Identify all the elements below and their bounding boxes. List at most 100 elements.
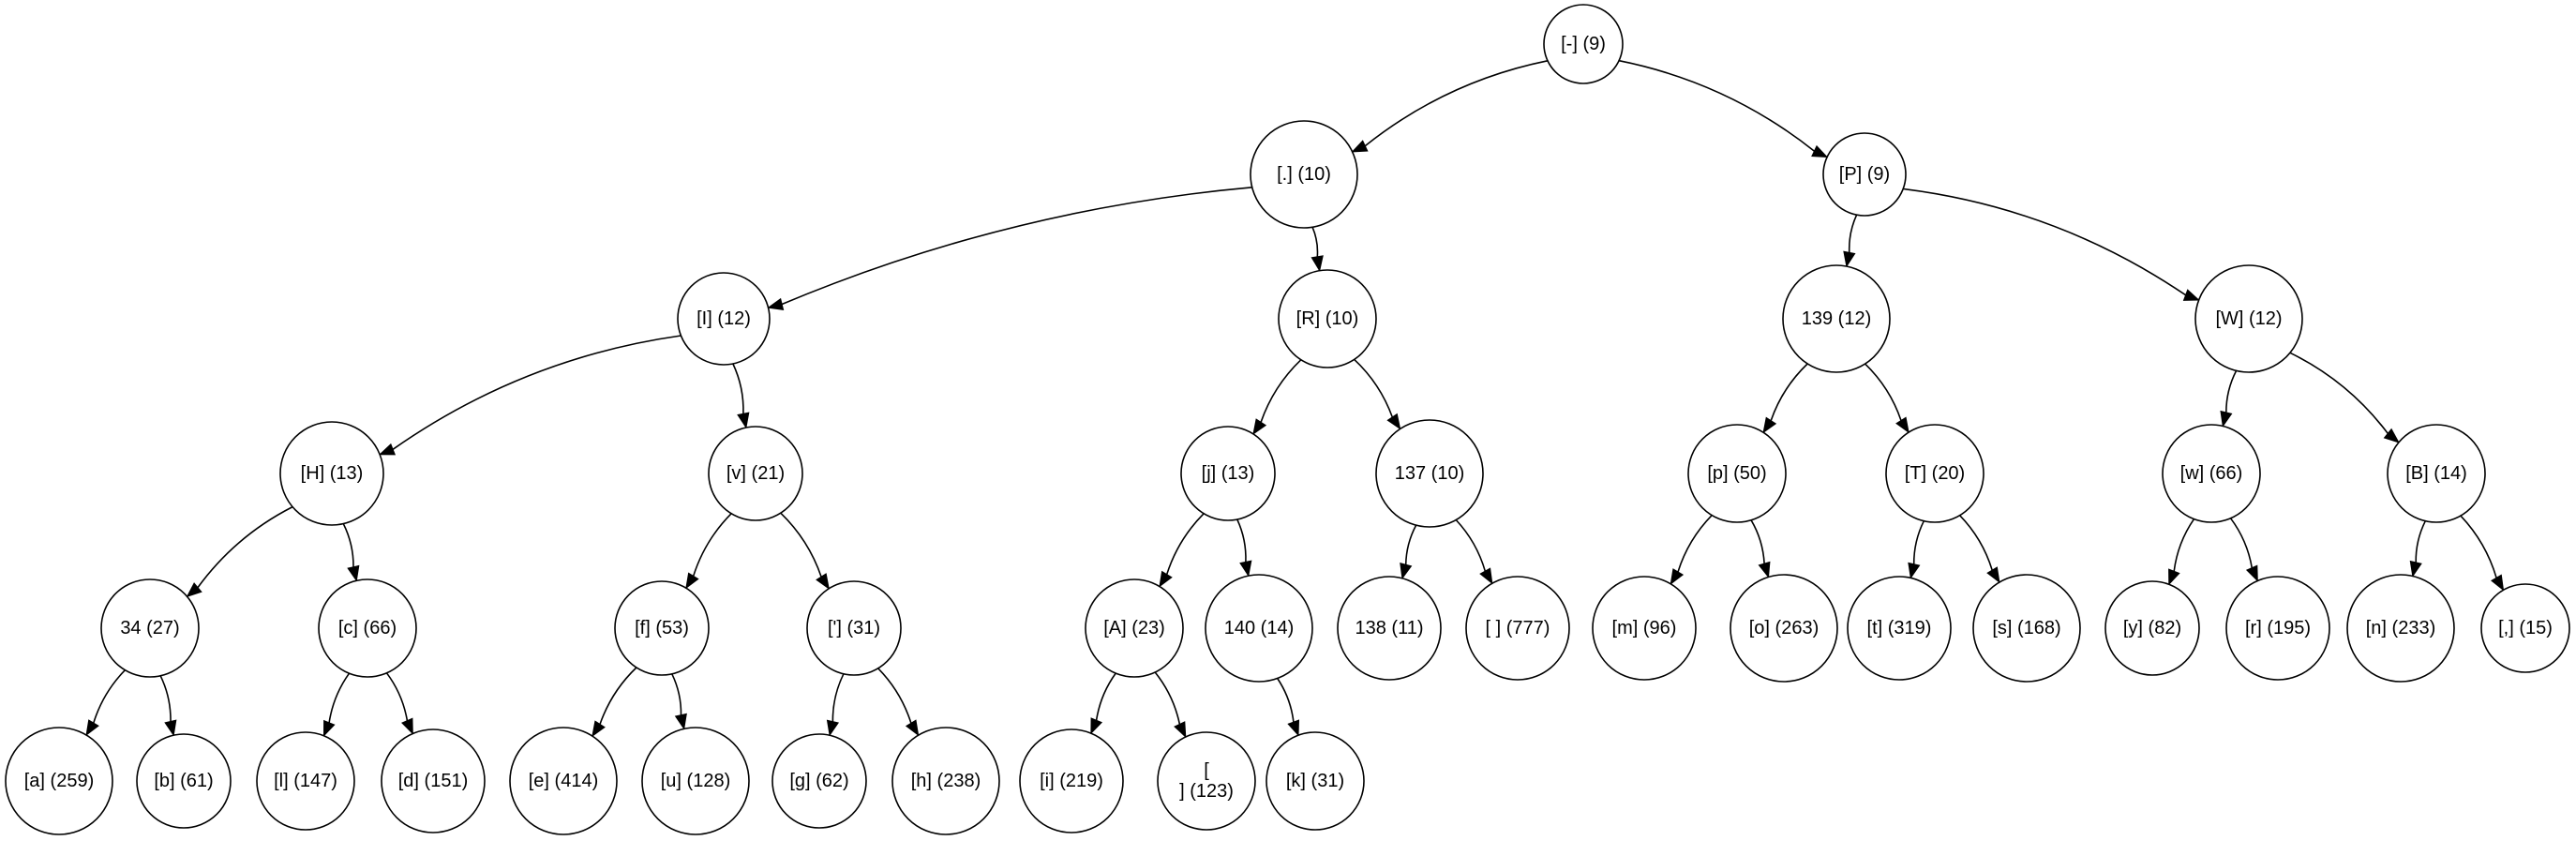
node-circle — [1180, 426, 1276, 521]
node-circle — [279, 421, 384, 526]
edge-line — [1677, 515, 1713, 573]
arrowhead-icon — [2491, 574, 2505, 592]
node-label: [t] (319) — [1867, 618, 1932, 638]
node-circle — [2480, 583, 2570, 673]
tree-node: [T] (20) — [1885, 424, 1984, 523]
edge-line — [599, 667, 637, 725]
edge-line — [159, 675, 172, 722]
node-label: 138 (11) — [1355, 618, 1423, 638]
tree-edge — [1310, 226, 1324, 273]
tree-node: [b] (61) — [136, 733, 232, 829]
tree-node: [W] (12) — [2194, 264, 2303, 373]
tree-node: [R] (10) — [1278, 269, 1377, 368]
edge-line — [2225, 370, 2238, 413]
node-circle — [1157, 731, 1256, 831]
tree-node: [A] (23) — [1085, 578, 1184, 678]
node-circle — [1205, 574, 1313, 683]
node-circle — [677, 272, 771, 366]
node-label: [H] (13) — [301, 463, 364, 484]
node-label: ['] (31) — [828, 618, 880, 638]
arrowhead-icon — [674, 713, 687, 730]
arrowhead-icon — [767, 297, 785, 310]
arrowhead-icon — [1090, 717, 1103, 735]
tree-edge — [2229, 518, 2258, 582]
edge-line — [2229, 518, 2254, 568]
tree-edge — [685, 513, 732, 590]
edge-line — [1455, 518, 1487, 572]
node-label: [.] (10) — [1277, 164, 1331, 185]
tree-edge — [1618, 59, 1829, 158]
arrowhead-icon — [1811, 144, 1829, 158]
arrowhead-icon — [2182, 289, 2200, 301]
tree-edge — [1908, 520, 1925, 579]
node-circle — [100, 578, 200, 678]
node-circle — [2387, 424, 2486, 523]
tree-edge — [1750, 519, 1771, 578]
tree-node: [o] (263) — [1730, 574, 1838, 683]
node-label: 34 (27) — [120, 618, 179, 638]
node-circle — [641, 727, 750, 835]
tree-edge — [2220, 370, 2238, 428]
arrowhead-icon — [592, 720, 606, 738]
node-circle — [708, 426, 803, 521]
edge-line — [1364, 60, 1549, 147]
tree-node: [-] (9) — [1543, 4, 1624, 84]
node-circle — [2346, 574, 2455, 683]
edge-line — [197, 505, 293, 589]
arrowhead-icon — [1986, 566, 2000, 584]
arrowhead-icon — [737, 412, 750, 429]
tree-edge — [385, 672, 413, 735]
tree-edge — [732, 363, 750, 429]
node-label: [A] (23) — [1103, 618, 1165, 638]
edge-line — [1095, 672, 1116, 721]
tree-node: [a] (259) — [5, 727, 113, 835]
node-circle — [1847, 576, 1952, 681]
arrowhead-icon — [1252, 418, 1267, 436]
node-label: 137 (10) — [1395, 463, 1465, 484]
tree-edge — [1865, 363, 1910, 434]
edge-line — [1236, 518, 1247, 563]
node-circle — [5, 727, 113, 835]
tree-node: [j] (13) — [1180, 426, 1276, 521]
node-label: 140 (14) — [1224, 618, 1295, 638]
node-circle — [771, 733, 867, 829]
node-label: [f] (53) — [635, 618, 689, 638]
tree-node: [P] (9) — [1822, 132, 1907, 217]
edge-line — [1865, 363, 1902, 421]
tree-node: [d] (151) — [381, 728, 486, 833]
edge-line — [781, 187, 1252, 306]
arrowhead-icon — [378, 443, 397, 456]
node-label: [T] (20) — [1905, 463, 1965, 484]
arrowhead-icon — [1310, 255, 1324, 273]
arrowhead-icon — [1670, 568, 1685, 585]
arrowhead-icon — [905, 719, 920, 737]
arrowhead-icon — [1895, 416, 1910, 434]
tree-edge — [1843, 214, 1858, 268]
node-label: [k] (31) — [1286, 771, 1344, 791]
tree-edge — [1670, 515, 1713, 585]
tree-node: [H] (13) — [279, 421, 384, 526]
tree-node: [f] (53) — [614, 580, 710, 676]
tree-edge — [1959, 515, 2000, 584]
node-label: [W] (12) — [2215, 308, 2282, 329]
node-circle — [256, 731, 355, 831]
edge-line — [1770, 363, 1808, 421]
node-label: [R] (10) — [1296, 308, 1359, 329]
arrowhead-icon — [1386, 413, 1401, 430]
edge-line — [328, 672, 351, 724]
arrowhead-icon — [1174, 721, 1187, 739]
tree-node: [e] (414) — [509, 727, 618, 835]
node-label: [m] (96) — [1612, 618, 1677, 638]
node-circle — [1972, 574, 2081, 683]
edge-line — [1912, 520, 1925, 564]
tree-node: [B] (14) — [2387, 424, 2486, 523]
node-label: [c] (66) — [338, 618, 397, 638]
edge-line — [2460, 515, 2497, 578]
node-circle — [1782, 264, 1891, 373]
tree-node: ['] (31) — [806, 580, 902, 676]
tree-edge — [2409, 520, 2427, 578]
arrowhead-icon — [347, 564, 360, 582]
node-circle — [1266, 731, 1365, 831]
tree-node: [l] (147) — [256, 731, 355, 831]
